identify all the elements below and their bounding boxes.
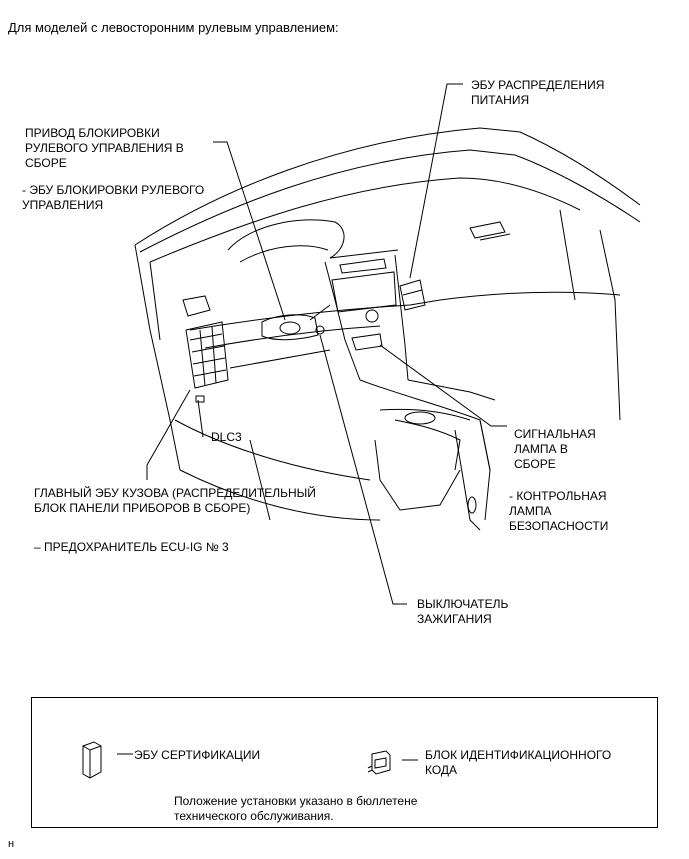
- ignition-switch-label: ВЫКЛЮЧАТЕЛЬ ЗАЖИГАНИЯ: [417, 597, 509, 626]
- signal-lamp-sub-label: - КОНТРОЛЬНАЯ ЛАМПА БЕЗОПАСНОСТИ: [509, 489, 609, 533]
- main-body-ecu-sub-label: – ПРЕДОХРАНИТЕЛЬ ECU-IG № 3: [34, 540, 229, 554]
- cert-ecu-label: ЭБУ СЕРТИФИКАЦИИ: [134, 748, 261, 762]
- id-code-box-icon: [367, 750, 391, 775]
- steering-lock-label: ПРИВОД БЛОКИРОВКИ РУЛЕВОГО УПРАВЛЕНИЯ В …: [25, 126, 184, 170]
- steering-lock-sub-label: - ЭБУ БЛОКИРОВКИ РУЛЕВОГО УПРАВЛЕНИЯ: [22, 183, 205, 212]
- footer-mark: н: [8, 838, 15, 850]
- id-code-box-leader: [402, 759, 418, 761]
- certification-ecu-icon: [82, 741, 102, 779]
- main-body-ecu-label: ГЛАВНЫЙ ЭБУ КУЗОВА (РАСПРЕДЕЛИТЕЛЬНЫЙ БЛ…: [34, 486, 316, 515]
- id-code-box-label: БЛОК ИДЕНТИФИКАЦИОННОГО КОДА: [425, 748, 612, 777]
- signal-lamp-label: СИГНАЛЬНАЯ ЛАМПА В СБОРЕ: [514, 427, 596, 471]
- notes-panel: ЭБУ СЕРТИФИКАЦИИ БЛОК ИДЕНТИФИКАЦИОННОГО…: [31, 697, 658, 828]
- install-note-text: Положение установки указано в бюллетене …: [174, 794, 418, 823]
- dashboard-illustration: [134, 83, 641, 605]
- dlc3-label: DLC3: [211, 430, 242, 444]
- cert-ecu-leader: [117, 753, 133, 755]
- power-ecu-label: ЭБУ РАСПРЕДЕЛЕНИЯ ПИТАНИЯ: [471, 78, 605, 107]
- page-heading: Для моделей с левосторонним рулевым упра…: [8, 20, 339, 35]
